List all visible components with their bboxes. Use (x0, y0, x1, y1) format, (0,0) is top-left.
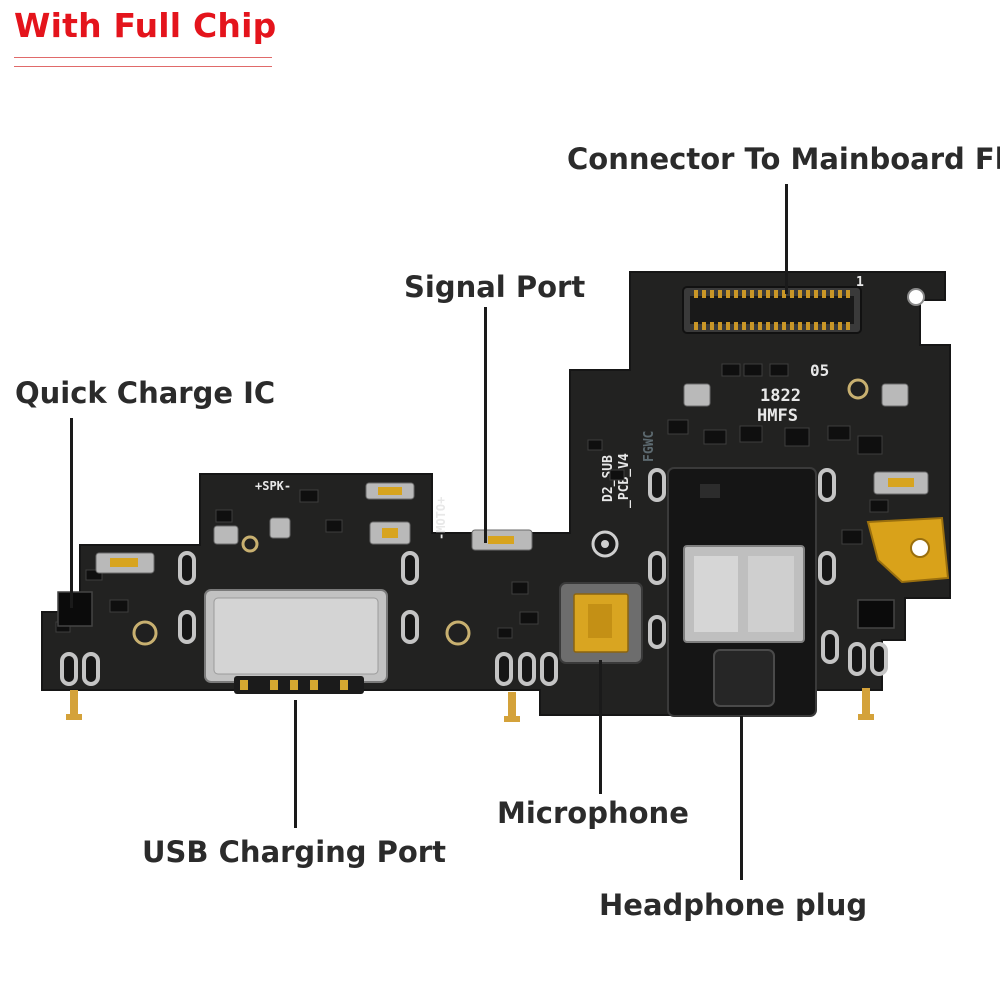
silkscreen-code-b: 1822 (760, 386, 801, 406)
silkscreen-board-id-2: _PCB_V4 (617, 453, 632, 508)
signal-port-coax (591, 530, 619, 558)
label-signal-port: Signal Port (404, 270, 586, 304)
silkscreen-motor: -MOTO+ (434, 497, 448, 540)
leader-line-headphone (740, 716, 743, 880)
mainboard-flex-connector (682, 286, 862, 334)
label-usb-port: USB Charging Port (142, 835, 446, 869)
ic-chip-right (857, 599, 895, 629)
label-headphone-plug: Headphone plug (599, 888, 868, 922)
page-title: With Full Chip (14, 6, 277, 45)
leader-line-connector (785, 184, 788, 294)
usb-c-port (204, 589, 388, 694)
silkscreen-code-a: 05 (810, 361, 829, 380)
silkscreen-pin-one: 1 (856, 275, 864, 290)
board-holes (132, 378, 869, 646)
silkscreen-board-id-3: FGWC (642, 431, 657, 462)
solder-leads (66, 688, 874, 722)
quick-charge-ic (57, 591, 93, 627)
leader-line-microphone (599, 660, 602, 794)
label-microphone: Microphone (497, 796, 689, 830)
mounting-hole (907, 288, 925, 306)
headphone-jack (667, 467, 817, 717)
label-quick-charge-ic: Quick Charge IC (15, 376, 276, 410)
silkscreen-board-id-1: D2_SUB (601, 455, 616, 502)
leader-line-quick-charge (70, 418, 73, 608)
leader-line-usb-port (294, 700, 297, 828)
smd-components (55, 363, 889, 639)
title-underline (14, 57, 272, 58)
contact-pads (60, 468, 888, 686)
leader-line-signal-port (484, 307, 487, 543)
gold-ground-tab (866, 516, 950, 584)
title-underline-second (14, 66, 272, 67)
connector-pins (694, 290, 850, 330)
label-connector: Connector To Mainboard Fle (567, 142, 1000, 176)
microphone-module (559, 582, 643, 664)
silkscreen-speaker: +SPK- (255, 479, 291, 493)
silkscreen-code-c: HMFS (757, 406, 798, 426)
